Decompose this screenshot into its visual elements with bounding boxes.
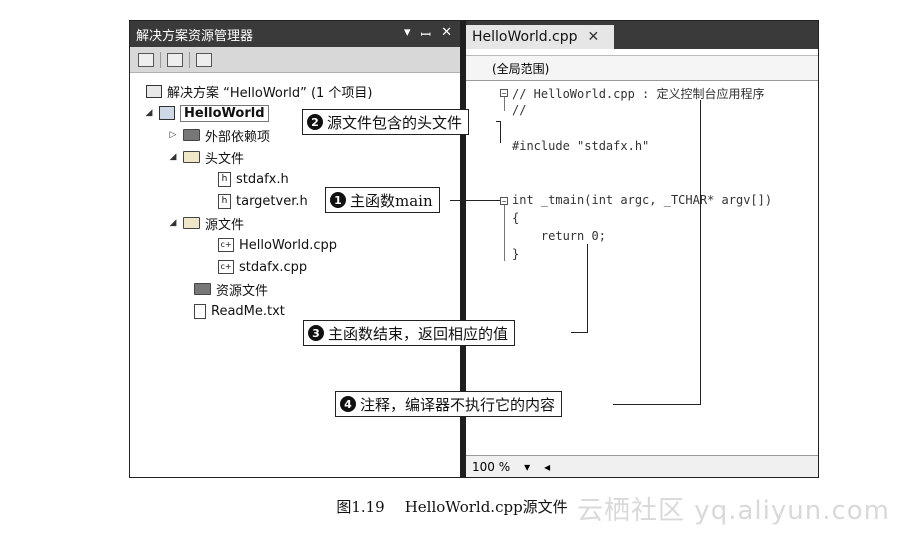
callout-1: 1 主函数main <box>325 187 440 213</box>
folder-icon <box>183 129 200 141</box>
code-line: int _tmain(int argc, _TCHAR* argv[]) <box>512 193 773 207</box>
code-line: #include "stdafx.h" <box>512 139 650 153</box>
text-file-icon <box>194 303 206 319</box>
file-label: stdafx.h <box>236 171 289 187</box>
callout-number: 3 <box>308 325 324 341</box>
project-label: HelloWorld <box>180 104 269 122</box>
header-file-icon: h <box>218 171 231 187</box>
fold-guide <box>504 97 505 111</box>
scope-label: (全局范围) <box>492 61 550 76</box>
scope-dropdown[interactable]: (全局范围) <box>466 55 818 81</box>
code-line: } <box>512 247 520 261</box>
code-line: // <box>512 103 527 117</box>
tree-node-resource-files[interactable]: 资源文件 <box>194 279 268 299</box>
figure-number: 图1.19 <box>336 498 385 516</box>
close-icon[interactable]: ✕ <box>441 25 452 40</box>
editor-tabstrip: HelloWorld.cpp ✕ <box>466 21 818 49</box>
pin-icon[interactable]: ꟷ <box>420 28 432 43</box>
file-label: stdafx.cpp <box>239 259 308 275</box>
tree-node-solution[interactable]: 解决方案 “HelloWorld” (1 个项目) <box>146 81 373 101</box>
source-folder-label: 源文件 <box>205 217 245 233</box>
callout-3: 3 主函数结束，返回相应的值 <box>303 320 516 346</box>
code-line: { <box>512 211 520 225</box>
tree-node-header-files[interactable]: ◢ 头文件 <box>168 147 244 167</box>
properties-icon[interactable] <box>138 52 154 67</box>
tab-label: HelloWorld.cpp <box>472 29 578 45</box>
callout-line <box>496 121 501 122</box>
toolbar-separator <box>189 51 190 68</box>
figure-title: HelloWorld.cpp源文件 <box>404 498 568 516</box>
callout-2: 2 源文件包含的头文件 <box>302 109 470 135</box>
cpp-file-icon: c+ <box>218 260 234 274</box>
code-line: return 0; <box>512 229 606 243</box>
cpp-file-icon: c+ <box>218 238 234 252</box>
dropdown-icon[interactable]: ▾ <box>403 25 411 40</box>
callout-line <box>700 100 701 404</box>
fold-minus-icon[interactable]: − <box>500 89 508 98</box>
tree-node-helloworld-cpp[interactable]: c+ HelloWorld.cpp <box>218 235 337 255</box>
callout-number: 4 <box>340 396 356 412</box>
expanded-arrow-icon[interactable]: ◢ <box>169 218 177 228</box>
tree-node-stdafx-h[interactable]: h stdafx.h <box>218 169 289 189</box>
external-deps-label: 外部依赖项 <box>205 129 271 145</box>
file-label: HelloWorld.cpp <box>239 237 337 253</box>
tree-node-readme[interactable]: ReadMe.txt <box>194 301 285 321</box>
tree-node-source-files[interactable]: ◢ 源文件 <box>168 213 244 233</box>
collapsed-arrow-icon[interactable]: ▷ <box>169 130 177 140</box>
solution-explorer-title: 解决方案资源管理器 <box>136 28 254 44</box>
callout-text: 主函数main <box>350 191 433 210</box>
folder-open-icon <box>183 151 200 163</box>
callout-number: 2 <box>307 114 323 130</box>
callout-line <box>571 332 588 333</box>
solution-explorer-titlebar: 解决方案资源管理器 ▾ ꟷ ✕ <box>130 21 460 47</box>
tree-node-project[interactable]: ◢ HelloWorld <box>144 103 269 123</box>
folder-open-icon <box>183 217 200 229</box>
expanded-arrow-icon[interactable]: ◢ <box>145 108 153 118</box>
fold-guide <box>504 205 505 261</box>
header-file-icon: h <box>218 193 231 209</box>
code-line: // HelloWorld.cpp : 定义控制台应用程序 <box>512 87 765 101</box>
zoom-level[interactable]: 100 % <box>472 459 511 474</box>
project-icon <box>159 106 175 120</box>
callout-text: 注释，编译器不执行它的内容 <box>360 395 556 414</box>
tree-node-stdafx-cpp[interactable]: c+ stdafx.cpp <box>218 257 307 277</box>
folder-icon <box>194 283 211 295</box>
callout-text: 主函数结束，返回相应的值 <box>328 324 509 343</box>
watermark: 云栖社区 yq.aliyun.com <box>577 496 890 526</box>
chevron-down-icon[interactable]: ▾ <box>524 459 531 474</box>
header-folder-label: 头文件 <box>205 151 245 167</box>
scroll-left-icon[interactable]: ◂ <box>544 459 551 474</box>
solution-icon <box>146 84 162 98</box>
callout-text: 源文件包含的头文件 <box>327 113 463 132</box>
figure-caption: 图1.19 HelloWorld.cpp源文件 <box>0 496 904 517</box>
callout-number: 1 <box>330 192 346 208</box>
show-all-files-icon[interactable] <box>167 52 183 67</box>
toolbar-separator <box>160 51 161 68</box>
tab-helloworld-cpp[interactable]: HelloWorld.cpp ✕ <box>466 25 614 49</box>
close-tab-icon[interactable]: ✕ <box>587 29 600 45</box>
tree-node-external-deps[interactable]: ▷ 外部依赖项 <box>168 125 270 145</box>
expanded-arrow-icon[interactable]: ◢ <box>169 152 177 162</box>
resource-folder-label: 资源文件 <box>216 283 269 299</box>
callout-line <box>500 121 501 143</box>
callout-line <box>587 244 588 332</box>
callout-4: 4 注释，编译器不执行它的内容 <box>335 391 563 417</box>
file-label: ReadMe.txt <box>211 303 285 319</box>
panel-splitter[interactable] <box>460 21 466 477</box>
solution-explorer-toolbar <box>130 47 460 73</box>
callout-line <box>450 200 500 201</box>
fold-minus-icon[interactable]: − <box>500 197 508 206</box>
view-class-diagram-icon[interactable] <box>196 52 212 67</box>
callout-line <box>613 404 701 405</box>
editor-statusbar: 100 % ▾ ◂ <box>466 455 818 477</box>
tree-node-targetver-h[interactable]: h targetver.h <box>218 191 308 211</box>
solution-explorer-panel: 解决方案资源管理器 ▾ ꟷ ✕ 解决方案 “HelloWorld” (1 个项目… <box>130 21 460 477</box>
file-label: targetver.h <box>236 193 308 209</box>
solution-label: 解决方案 “HelloWorld” (1 个项目) <box>167 85 373 101</box>
